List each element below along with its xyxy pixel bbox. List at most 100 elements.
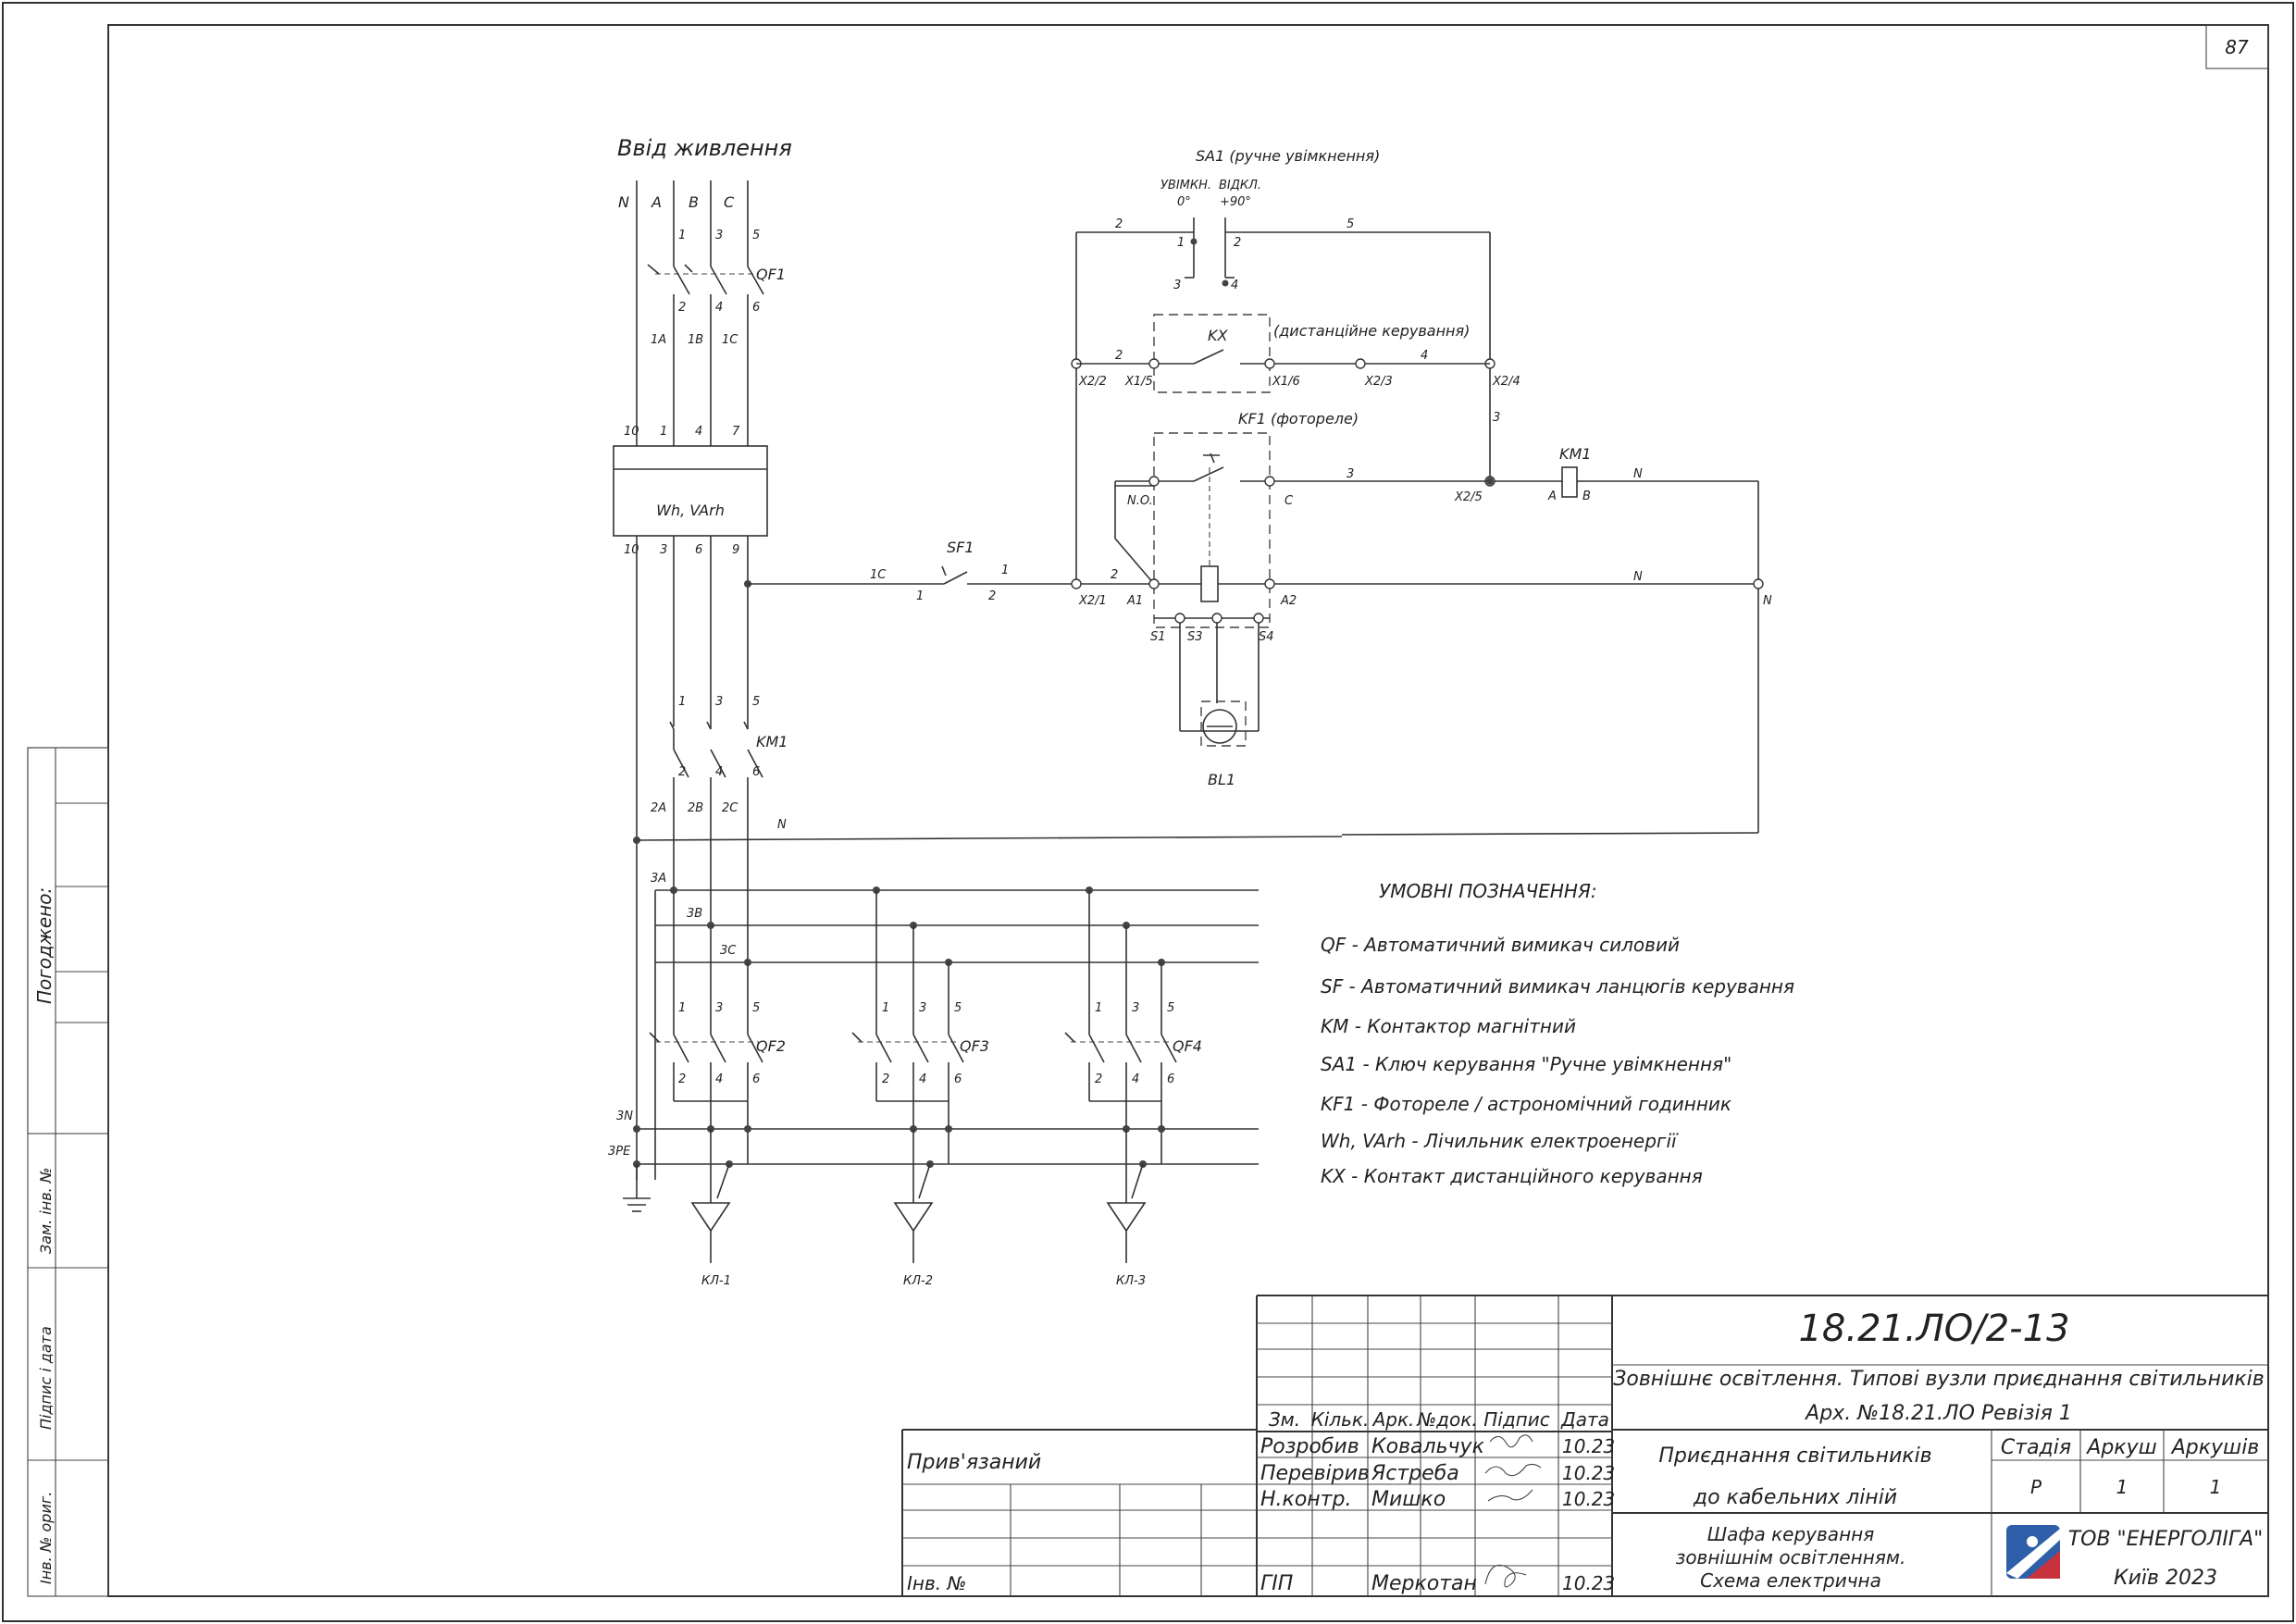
- svg-text:Ястреба: Ястреба: [1371, 1462, 1459, 1485]
- svg-text:1: 1: [678, 1001, 686, 1015]
- svg-text:5: 5: [752, 695, 760, 709]
- page-number-box: [2205, 24, 2269, 69]
- svg-text:Н.контр.: Н.контр.: [1260, 1488, 1351, 1511]
- svg-text:1A: 1A: [651, 333, 666, 347]
- svg-text:4: 4: [715, 1072, 723, 1086]
- svg-text:2: 2: [988, 589, 996, 603]
- svg-text:3: 3: [1347, 467, 1354, 481]
- svg-text:A1: A1: [1126, 594, 1143, 608]
- svg-text:3: 3: [715, 1001, 723, 1015]
- svg-text:Кільк.: Кільк.: [1311, 1408, 1370, 1431]
- meter-label: Wh, VArh: [656, 502, 725, 519]
- svg-text:Підпис: Підпис: [1483, 1408, 1550, 1431]
- svg-text:2B: 2B: [688, 801, 703, 815]
- svg-text:X2/1: X2/1: [1078, 594, 1107, 608]
- svg-text:3B: 3B: [687, 907, 702, 921]
- supply-lines: [636, 180, 749, 446]
- outgoing-feeders: 1 3 5 2 4 6 QF2 1 3 5 2 4 6 QF3 1 3 5 2 …: [649, 890, 1202, 1288]
- svg-text:6: 6: [695, 543, 702, 557]
- svg-text:A: A: [651, 193, 662, 211]
- svg-text:A: A: [1547, 490, 1557, 503]
- svg-text:10.23: 10.23: [1562, 1435, 1615, 1457]
- stage-value: Р: [2030, 1476, 2042, 1498]
- svg-text:4: 4: [919, 1072, 926, 1086]
- svg-text:X2/5: X2/5: [1454, 490, 1483, 504]
- svg-text:N: N: [1633, 467, 1643, 481]
- city-year: Київ 2023: [2114, 1567, 2217, 1590]
- svg-text:7: 7: [732, 425, 740, 439]
- meter-output-lines: [636, 536, 751, 1180]
- svg-text:Мишко: Мишко: [1371, 1488, 1446, 1511]
- svg-text:A2: A2: [1280, 594, 1297, 608]
- svg-text:10: 10: [624, 543, 639, 557]
- svg-text:N: N: [1633, 570, 1643, 584]
- side-agreed: Погоджено:: [33, 887, 56, 1004]
- svg-text:10.23: 10.23: [1562, 1462, 1615, 1484]
- cable-line-3: КЛ-3: [1116, 1274, 1146, 1288]
- neutral-return: N: [633, 585, 1759, 844]
- side-orig-inv: Інв. № ориг.: [37, 1492, 55, 1584]
- svg-text:2: 2: [1095, 1072, 1102, 1086]
- side-replaced-inv: Зам. інв. №: [37, 1168, 55, 1254]
- energy-meter: 10 1 4 7 Wh, VArh 10 3 6 9: [613, 425, 768, 557]
- svg-text:3: 3: [715, 695, 723, 709]
- legend-item: SF - Автоматичний вимикач ланцюгів керув…: [1321, 975, 1794, 998]
- side-sign-date: Підпис і дата: [37, 1326, 55, 1430]
- svg-text:1C: 1C: [870, 568, 887, 582]
- svg-text:Ковальчук: Ковальчук: [1371, 1435, 1485, 1458]
- svg-text:Дата: Дата: [1560, 1408, 1609, 1431]
- qf3-label: QF3: [960, 1037, 989, 1055]
- qf2-label: QF2: [756, 1037, 786, 1055]
- svg-text:S3: S3: [1187, 630, 1203, 644]
- km1-contactor: 1 3 5 2 4 6 KM1 2A 2B 2C: [651, 695, 788, 981]
- legend-item: KX - Контакт дистанційного керування: [1321, 1165, 1703, 1187]
- svg-text:N: N: [1763, 594, 1772, 608]
- svg-text:3: 3: [1493, 411, 1500, 425]
- svg-text:2: 2: [1111, 568, 1118, 582]
- drawing-title-line-1: Шафа керування: [1707, 1523, 1875, 1545]
- svg-text:2: 2: [678, 1072, 686, 1086]
- svg-text:5: 5: [1347, 217, 1354, 231]
- svg-text:X2/2: X2/2: [1078, 375, 1107, 389]
- svg-text:S1: S1: [1150, 630, 1166, 644]
- svg-text:1: 1: [1095, 1001, 1102, 1015]
- svg-text:2: 2: [1115, 217, 1123, 231]
- svg-text:Меркотан: Меркотан: [1371, 1572, 1477, 1595]
- svg-text:5: 5: [752, 1001, 760, 1015]
- kf1-label: KF1 (фотореле): [1238, 410, 1359, 428]
- svg-text:Арк.: Арк.: [1371, 1408, 1415, 1431]
- inv-no-label: Інв. №: [907, 1572, 966, 1594]
- svg-text:2: 2: [678, 765, 686, 779]
- svg-text:3PE: 3PE: [608, 1145, 631, 1159]
- sheets-value: 1: [2210, 1476, 2222, 1498]
- qf4-feeder: [1064, 890, 1177, 1263]
- svg-text:1B: 1B: [688, 333, 703, 347]
- cable-line-2: КЛ-2: [903, 1274, 933, 1288]
- svg-text:6: 6: [752, 1072, 760, 1086]
- legend-item: KF1 - Фотореле / астрономічний годинник: [1321, 1093, 1731, 1115]
- svg-text:0°: 0°: [1177, 195, 1191, 209]
- svg-text:4: 4: [715, 765, 723, 779]
- svg-text:6: 6: [752, 765, 760, 779]
- legend-item: SA1 - Ключ керування "Ручне увімкнення": [1321, 1053, 1731, 1075]
- svg-text:2: 2: [1234, 236, 1241, 250]
- control-circuit: SF1 1C 1 2 1 X2/2 X2/1 SA1 (ручне увімкн…: [748, 147, 1772, 788]
- svg-text:1: 1: [1177, 236, 1185, 250]
- svg-text:9: 9: [732, 543, 739, 557]
- svg-text:1: 1: [660, 425, 667, 439]
- legend: УМОВНІ ПОЗНАЧЕННЯ: QF - Автоматичний вим…: [1321, 880, 1794, 1187]
- bl1-label: BL1: [1208, 771, 1235, 788]
- svg-text:10.23: 10.23: [1562, 1572, 1615, 1594]
- svg-text:ВІДКЛ.: ВІДКЛ.: [1219, 179, 1261, 192]
- svg-text:1: 1: [678, 229, 686, 242]
- svg-text:3: 3: [715, 229, 723, 242]
- svg-text:C: C: [724, 193, 735, 211]
- svg-text:6: 6: [954, 1072, 962, 1086]
- legend-title: УМОВНІ ПОЗНАЧЕННЯ:: [1379, 880, 1597, 902]
- sa1-label: SA1 (ручне увімкнення): [1196, 147, 1380, 165]
- svg-text:5: 5: [752, 229, 760, 242]
- svg-text:X2/3: X2/3: [1364, 375, 1393, 389]
- svg-text:2A: 2A: [651, 801, 666, 815]
